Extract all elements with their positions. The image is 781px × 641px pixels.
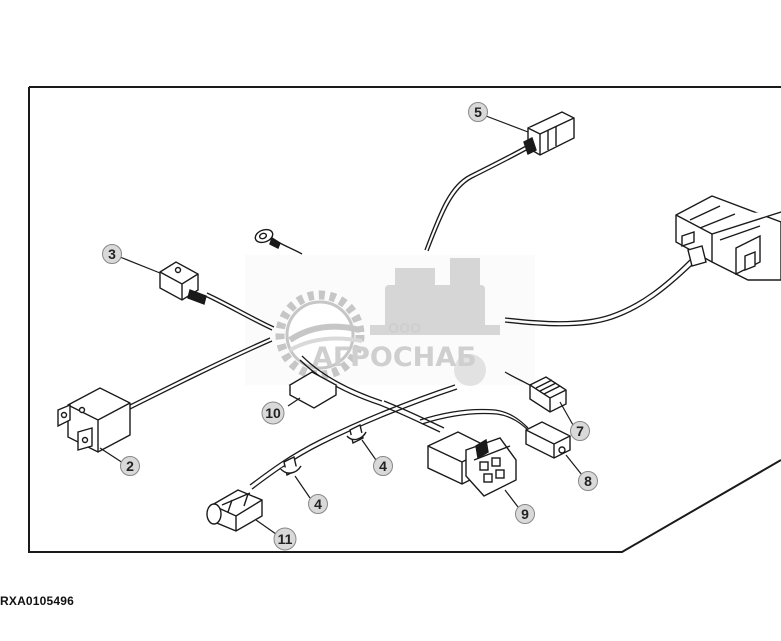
combine-harvester-icon [370, 258, 500, 386]
callout-9: 9 [515, 504, 535, 524]
callout-11: 11 [273, 527, 297, 551]
callout-8: 8 [578, 471, 598, 491]
watermark-prefix: ООО [388, 322, 421, 337]
clip-4a [346, 423, 367, 445]
svg-text:3: 3 [108, 246, 116, 262]
svg-text:5: 5 [474, 104, 482, 120]
callout-7: 7 [570, 421, 590, 441]
clip-4b [279, 455, 302, 477]
leader-lines [99, 115, 583, 535]
connector-7 [529, 376, 567, 413]
diagram-frame [28, 86, 781, 553]
svg-text:8: 8 [584, 473, 592, 489]
junction-10 [288, 371, 338, 409]
svg-text:9: 9 [521, 506, 529, 522]
gear-icon [275, 290, 365, 380]
callout-4a: 4 [373, 456, 393, 476]
callout-4b: 4 [308, 494, 328, 514]
watermark-company-name: АГРОСНАБ [312, 342, 477, 373]
connector-5 [523, 111, 575, 156]
svg-text:4: 4 [379, 458, 387, 474]
svg-text:11: 11 [278, 531, 293, 547]
svg-text:7: 7 [576, 423, 584, 439]
callout-5: 5 [468, 102, 488, 122]
connector-6 [675, 195, 781, 281]
callout-2: 2 [120, 456, 140, 476]
connector-8 [525, 421, 571, 459]
connector-9 [427, 431, 517, 497]
connector-11 [206, 489, 263, 532]
svg-text:2: 2 [126, 458, 134, 474]
svg-text:10: 10 [265, 405, 281, 421]
svg-text:4: 4 [314, 496, 322, 512]
callouts: 3 2 5 10 7 8 9 4 [102, 102, 598, 551]
figure-id: RXA0105496 [0, 594, 75, 608]
ring-terminal [254, 228, 281, 249]
connector-2 [57, 387, 131, 453]
connector-3 [159, 261, 207, 305]
watermark: ООО АГРОСНАБ [245, 255, 535, 386]
components [57, 111, 781, 532]
callout-3: 3 [102, 244, 122, 264]
callout-10: 10 [261, 401, 285, 425]
